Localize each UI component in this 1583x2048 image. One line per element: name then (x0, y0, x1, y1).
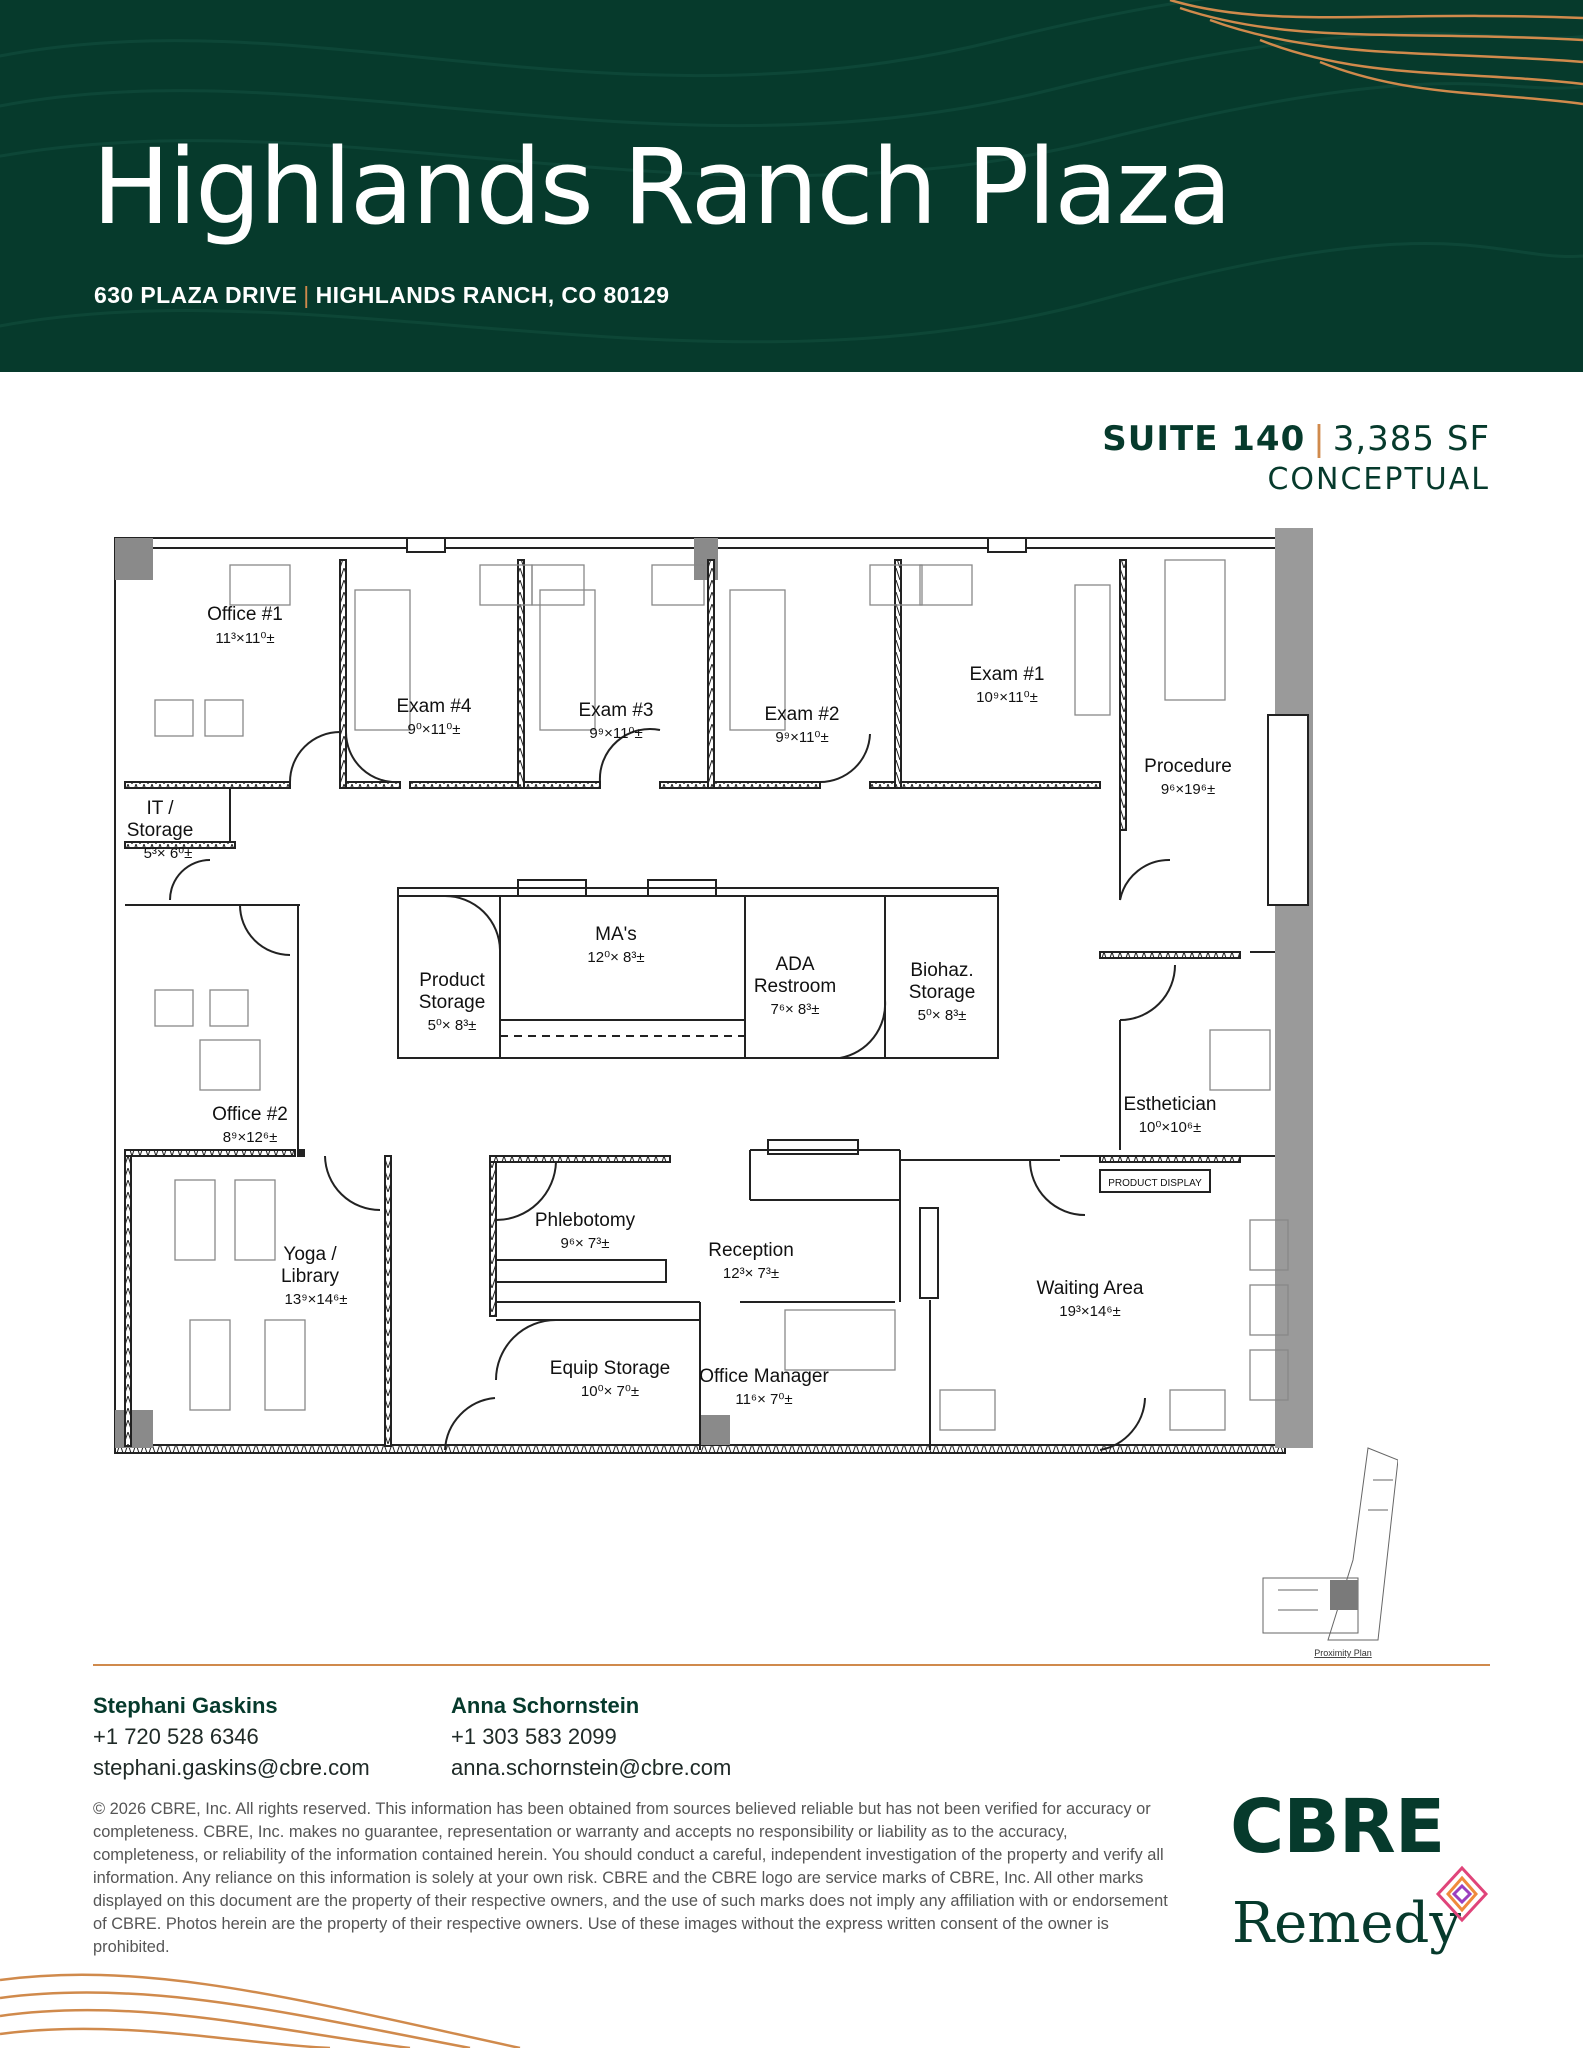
contact-phone[interactable]: +1 720 528 6346 (93, 1724, 259, 1749)
room-esthetician-dims: 10⁰×10⁶± (1139, 1119, 1202, 1136)
contact-email[interactable]: stephani.gaskins@cbre.com (93, 1755, 370, 1780)
room-office-1: Office #1 (207, 604, 283, 625)
proximity-plan: Proximity Plan (1262, 1447, 1398, 1658)
room-office-2-dims: 8⁹×12⁶± (223, 1129, 278, 1146)
room-ada-restroom-dims: 7⁶× 8³± (770, 1001, 819, 1018)
room-mas: MA's (595, 924, 637, 945)
diamond-flower-icon (1435, 1865, 1489, 1923)
room-exam-1: Exam #1 (970, 664, 1045, 685)
room-exam-2: Exam #2 (765, 704, 840, 725)
room-office-manager-dims: 11⁶× 7⁰± (735, 1391, 792, 1408)
decorative-waves-icon (0, 0, 1583, 344)
remedy-logo: Remedy (1232, 1891, 1462, 1956)
room-exam-1-dims: 10⁹×11⁰± (976, 689, 1038, 706)
contact-email[interactable]: anna.schornstein@cbre.com (451, 1755, 732, 1780)
plan-fixtures (154, 559, 1289, 1431)
room-biohaz-storage-2: Storage (909, 982, 976, 1003)
room-procedure-dims: 9⁶×19⁶± (1161, 781, 1215, 798)
room-product-storage: Product (419, 970, 485, 991)
legal-disclaimer: © 2026 CBRE, Inc. All rights reserved. T… (93, 1800, 1168, 1956)
room-product-storage-dims: 5⁰× 8³± (428, 1017, 477, 1034)
property-address: 630 PLAZA DRIVE|HIGHLANDS RANCH, CO 8012… (94, 282, 669, 309)
contact-name: Stephani Gaskins (93, 1693, 278, 1718)
room-equip-storage-dims: 10⁰× 7⁰± (581, 1383, 639, 1400)
footer-waves-icon (0, 1973, 521, 2048)
contact-card-1: Stephani Gaskins +1 720 528 6346 stephan… (93, 1690, 370, 1783)
room-reception: Reception (708, 1240, 794, 1261)
contact-name: Anna Schornstein (451, 1693, 640, 1718)
address-city: HIGHLANDS RANCH, CO 80129 (315, 282, 670, 308)
room-product-storage-2: Storage (419, 992, 486, 1013)
room-it: IT / (146, 798, 174, 819)
room-mas-dims: 12⁰× 8³± (587, 949, 644, 966)
room-yoga-library-dims: 13⁹×14⁶± (285, 1291, 348, 1308)
room-exam-3: Exam #3 (579, 700, 654, 721)
suite-status: CONCEPTUAL (1267, 462, 1490, 497)
room-procedure: Procedure (1144, 756, 1232, 777)
room-yoga-library: Yoga / (283, 1244, 337, 1265)
contact-phone[interactable]: +1 303 583 2099 (451, 1724, 617, 1749)
room-office-1-dims: 11³×11⁰± (215, 630, 274, 647)
room-equip-storage: Equip Storage (550, 1358, 670, 1379)
footer-divider (93, 1664, 1490, 1666)
floor-plan: Office #1 11³×11⁰± Exam #4 9⁰×11⁰± Exam … (114, 528, 1313, 1454)
room-waiting-area-dims: 19³×14⁶± (1059, 1303, 1121, 1320)
contact-card-2: Anna Schornstein +1 303 583 2099 anna.sc… (451, 1690, 731, 1783)
room-exam-3-dims: 9⁹×11⁰± (589, 725, 642, 742)
room-ada-restroom: ADA (775, 954, 814, 975)
proximity-plan-label: Proximity Plan (1314, 1648, 1372, 1658)
room-phlebotomy: Phlebotomy (535, 1210, 636, 1231)
room-waiting-area: Waiting Area (1036, 1278, 1143, 1299)
suite-line: SUITE 140|3,385 SF (1102, 418, 1490, 460)
room-office-2: Office #2 (212, 1104, 288, 1125)
room-esthetician: Esthetician (1124, 1094, 1217, 1115)
address-street: 630 PLAZA DRIVE (94, 282, 298, 308)
room-it-2: Storage (127, 820, 194, 841)
suite-separator: | (1313, 419, 1325, 459)
room-labels: Office #1 11³×11⁰± Exam #4 9⁰×11⁰± Exam … (127, 604, 1232, 1408)
plan-walls (114, 528, 1313, 1454)
suite-info: SUITE 140|3,385 SF CONCEPTUAL (1102, 418, 1490, 500)
room-office-manager: Office Manager (699, 1366, 829, 1387)
room-exam-4: Exam #4 (397, 696, 472, 717)
cbre-logo: CBRE (1230, 1784, 1445, 1870)
room-exam-2-dims: 9⁹×11⁰± (775, 729, 828, 746)
address-separator: | (303, 282, 310, 308)
page-title: Highlands Ranch Plaza (92, 126, 1232, 248)
room-phlebotomy-dims: 9⁶× 7³± (560, 1235, 609, 1252)
room-reception-dims: 12³× 7³± (723, 1265, 779, 1282)
room-ada-restroom-2: Restroom (754, 976, 836, 997)
room-yoga-library-2: Library (281, 1266, 340, 1287)
header-banner: Highlands Ranch Plaza 630 PLAZA DRIVE|HI… (0, 0, 1583, 372)
suite-label: SUITE 140 (1102, 419, 1306, 459)
room-it-dims: 5³× 6⁰± (144, 845, 193, 862)
room-exam-4-dims: 9⁰×11⁰± (408, 721, 461, 738)
suite-area: 3,385 SF (1332, 419, 1490, 459)
product-display-label: PRODUCT DISPLAY (1108, 1178, 1202, 1189)
room-biohaz-storage: Biohaz. (910, 960, 973, 981)
room-biohaz-storage-dims: 5⁰× 8³± (918, 1007, 967, 1024)
